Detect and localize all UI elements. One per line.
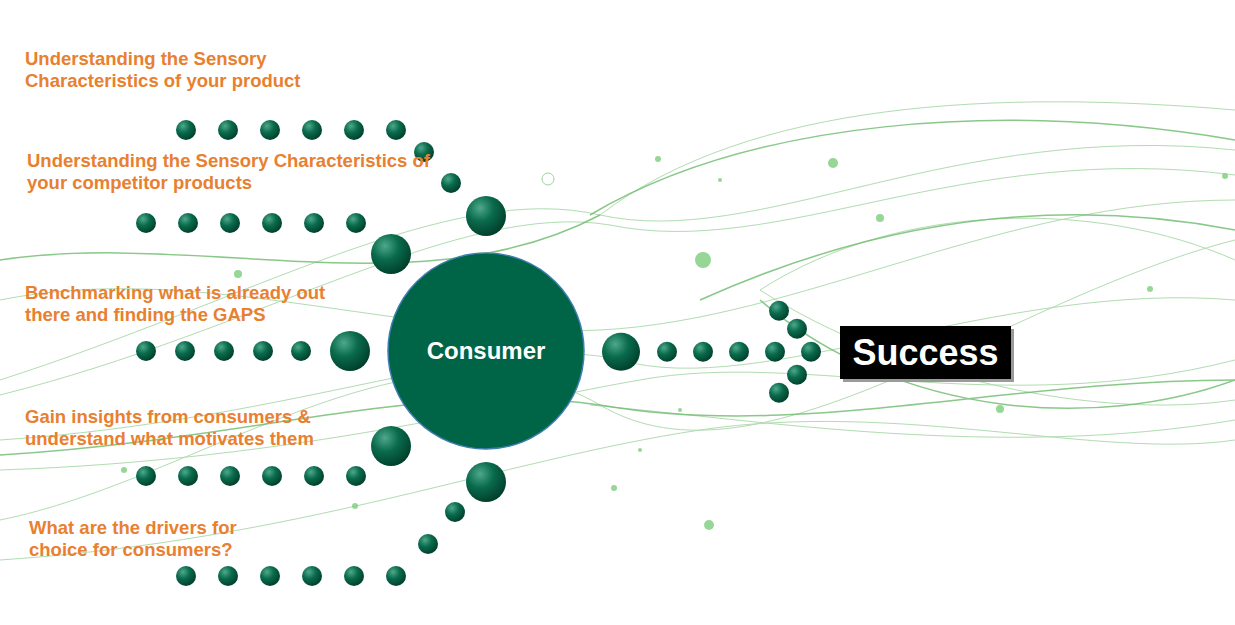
consumer-circle: Consumer	[387, 252, 585, 450]
topic-label: Benchmarking what is already out there a…	[25, 282, 350, 326]
connector-dot	[729, 342, 749, 362]
connector-dot	[657, 342, 677, 362]
connector-dot	[602, 333, 640, 371]
connector-dot	[787, 365, 807, 385]
connector-dot	[765, 342, 785, 362]
connector-dot	[693, 342, 713, 362]
background-specks	[121, 156, 1228, 530]
topic-label: Understanding the Sensory Characteristic…	[27, 150, 472, 194]
background-curves-strong	[0, 121, 1235, 455]
node-label: Consumer	[427, 337, 546, 365]
box-shape	[840, 326, 1011, 379]
connector-dot	[769, 301, 789, 321]
topic-label: What are the drivers for choice for cons…	[29, 517, 279, 561]
connector-dot	[801, 342, 821, 362]
success-box: Success	[840, 326, 1011, 379]
node-label: Success	[852, 332, 998, 374]
dotted-arrow	[602, 301, 821, 403]
topic-label: Understanding the Sensory Characteristic…	[25, 48, 360, 92]
connector-dot	[787, 319, 807, 339]
connector-dot	[769, 383, 789, 403]
circle-shape	[388, 253, 584, 449]
background-curves	[0, 102, 1235, 560]
topic-label: Gain insights from consumers & understan…	[25, 406, 365, 450]
background-ring	[542, 173, 554, 185]
